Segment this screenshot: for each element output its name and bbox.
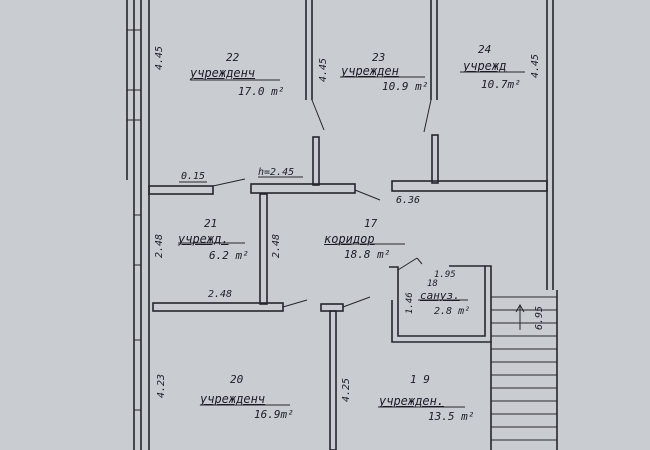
staircase xyxy=(490,296,557,450)
dim-room22-height: 4.45 xyxy=(154,45,165,70)
room-17-area: 18.8 m² xyxy=(344,248,391,261)
room-19-name: учрежден. xyxy=(379,394,445,408)
room-17-name: коридор xyxy=(324,232,375,246)
dim-room19-height: 4.25 xyxy=(341,377,352,402)
room-19-number: 1 9 xyxy=(410,373,430,386)
outer-wall-right xyxy=(546,0,558,450)
room-20-number: 20 xyxy=(230,373,244,386)
dim-corridor-length: 6.36 xyxy=(396,195,421,206)
dim-room23-height: 4.45 xyxy=(318,57,329,82)
room-21-walls xyxy=(152,193,308,312)
dim-room24-height: 4.45 xyxy=(530,53,541,78)
wall-row-top xyxy=(148,178,548,201)
room-18-number: 18 xyxy=(427,279,438,289)
dim-room20-height: 4.23 xyxy=(156,373,167,398)
room-18-name: сануз. xyxy=(420,289,460,302)
dim-bathroom-width: 1.95 xyxy=(434,270,456,280)
partition-22-23 xyxy=(305,0,325,131)
dim-wall-thickness: 0.15 xyxy=(181,171,206,182)
room-20-area: 16.9m² xyxy=(254,408,294,421)
room-22-name: учрежденч xyxy=(190,66,256,80)
dimension-marks xyxy=(178,71,525,408)
room-20-name: учрежденч xyxy=(200,392,266,406)
room-23-area: 10.9 m² xyxy=(382,80,429,93)
room-19-area: 13.5 m² xyxy=(428,410,475,423)
room-24-number: 24 xyxy=(478,43,492,56)
dim-room21-height: 2.48 xyxy=(154,233,165,258)
room-24-name: учрежд xyxy=(463,59,507,73)
room-22-area: 17.0 m² xyxy=(238,85,285,98)
room-21-number: 21 xyxy=(204,217,218,230)
dim-ceiling-height: h=2.45 xyxy=(258,167,295,178)
dim-room21-width: 2.48 xyxy=(208,289,233,300)
room-23-number: 23 xyxy=(372,51,386,64)
room-21-area: 6.2 m² xyxy=(209,249,249,262)
door-jambs-top xyxy=(312,134,439,186)
room-21-name: учрежд. xyxy=(178,232,229,246)
dim-room21-depth: 2.48 xyxy=(271,233,282,258)
room-24-area: 10.7m² xyxy=(481,78,521,91)
outer-wall-left xyxy=(126,0,150,450)
partition-23-24 xyxy=(423,0,438,133)
dim-stair-length: 6.95 xyxy=(534,305,545,330)
room-22-number: 22 xyxy=(226,51,240,64)
wall-row-bottom xyxy=(320,296,371,450)
dim-bathroom-depth: 1.46 xyxy=(405,292,415,314)
room-18-area: 2.8 m² xyxy=(434,306,471,317)
room-17-number: 17 xyxy=(364,217,378,230)
bathroom-walls xyxy=(389,257,492,343)
room-23-name: учрежден xyxy=(341,64,399,78)
